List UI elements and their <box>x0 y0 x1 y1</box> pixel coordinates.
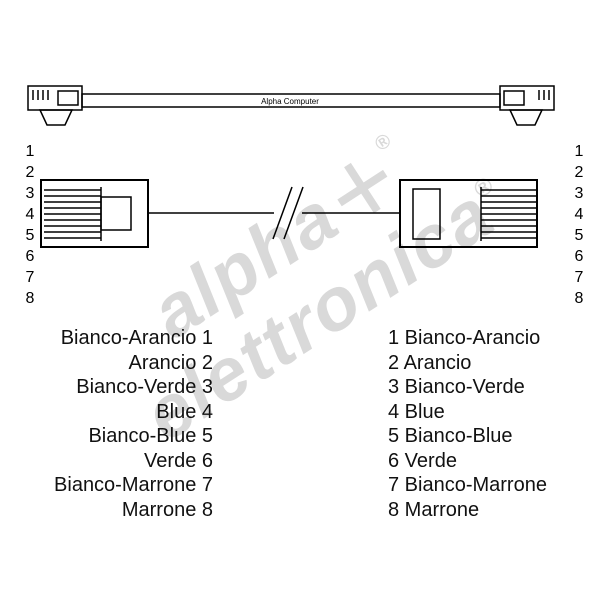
pinout-right-label: 8 Marrone <box>388 498 480 521</box>
pinout-left-label: Bianco-Marrone 7 <box>54 474 213 496</box>
pinout-left-label: Arancio 2 <box>128 351 214 374</box>
cable-diagram: Alpha Computer <box>26 85 584 307</box>
pin-number: 3 <box>575 185 584 202</box>
pinout-left-label: Verde 6 <box>144 449 213 472</box>
pinout-row: Blue 4 4 Blue <box>0 401 600 426</box>
pin-number: 6 <box>575 248 584 265</box>
plug-clip <box>38 109 74 126</box>
pin-number: 7 <box>575 269 584 286</box>
cable-run <box>148 186 400 240</box>
pin-number: 5 <box>575 227 584 244</box>
pinout-table: Bianco-Arancio 1 1 Bianco-Arancio Aranci… <box>0 327 600 523</box>
pin-number: 2 <box>26 164 35 181</box>
left-rj45-connector <box>40 179 149 248</box>
pin-contacts <box>44 189 101 239</box>
pinout-row: Bianco-Marrone 7 7 Bianco-Marrone <box>0 474 600 499</box>
pinout-left-label: Bianco-Arancio 1 <box>60 327 213 349</box>
pinout-right-label: 3 Bianco-Verde <box>388 376 525 398</box>
right-pin-numbers: 1 2 3 4 5 6 7 8 <box>575 143 584 307</box>
pin-number: 7 <box>26 269 35 286</box>
pin-number: 6 <box>26 248 35 265</box>
pinout-row: Bianco-Verde 3 3 Bianco-Verde <box>0 376 600 401</box>
pinout-row: Marrone 8 8 Marrone <box>0 499 600 524</box>
pinout-left-label: Marrone 8 <box>121 498 213 521</box>
pin-number: 1 <box>26 143 35 160</box>
cable-brand-label: Alpha Computer <box>261 97 319 106</box>
latch-window <box>100 196 132 231</box>
top-right-plug <box>499 85 555 126</box>
pinout-row: Bianco-Arancio 1 1 Bianco-Arancio <box>0 327 600 352</box>
pinout-row: Arancio 2 2 Arancio <box>0 352 600 377</box>
pin-number: 4 <box>575 206 584 223</box>
pin-number: 2 <box>575 164 584 181</box>
pin-number: 5 <box>26 227 35 244</box>
left-pin-numbers: 1 2 3 4 5 6 7 8 <box>26 143 35 307</box>
pinout-right-label: 2 Arancio <box>388 351 472 374</box>
pin-contacts <box>481 189 536 239</box>
latch-window <box>412 188 441 240</box>
break-slash <box>283 186 304 240</box>
pin-number: 8 <box>26 290 35 307</box>
pinout-left-label: Bianco-Verde 3 <box>76 376 213 398</box>
pinout-row: Bianco-Blue 5 5 Bianco-Blue <box>0 425 600 450</box>
connector-side-views <box>40 179 538 248</box>
pinout-right-label: 5 Bianco-Blue <box>388 425 513 447</box>
right-rj45-connector <box>399 179 538 248</box>
pinout-right-label: 6 Verde <box>388 449 457 472</box>
pin-number: 1 <box>575 143 584 160</box>
pin-number: 4 <box>26 206 35 223</box>
pin-number: 8 <box>575 290 584 307</box>
pinout-row: Verde 6 6 Verde <box>0 450 600 475</box>
break-slash <box>272 186 293 240</box>
pinout-right-label: 4 Blue <box>388 400 445 423</box>
pinout-left-label: Bianco-Blue 5 <box>88 425 213 447</box>
pinout-right-label: 1 Bianco-Arancio <box>388 327 541 349</box>
pinout-left-label: Blue 4 <box>156 400 213 423</box>
top-left-plug <box>27 85 83 126</box>
patch-cable-illustration <box>27 85 555 126</box>
pinout-right-label: 7 Bianco-Marrone <box>388 474 547 496</box>
pin-number: 3 <box>26 185 35 202</box>
plug-clip <box>508 109 544 126</box>
